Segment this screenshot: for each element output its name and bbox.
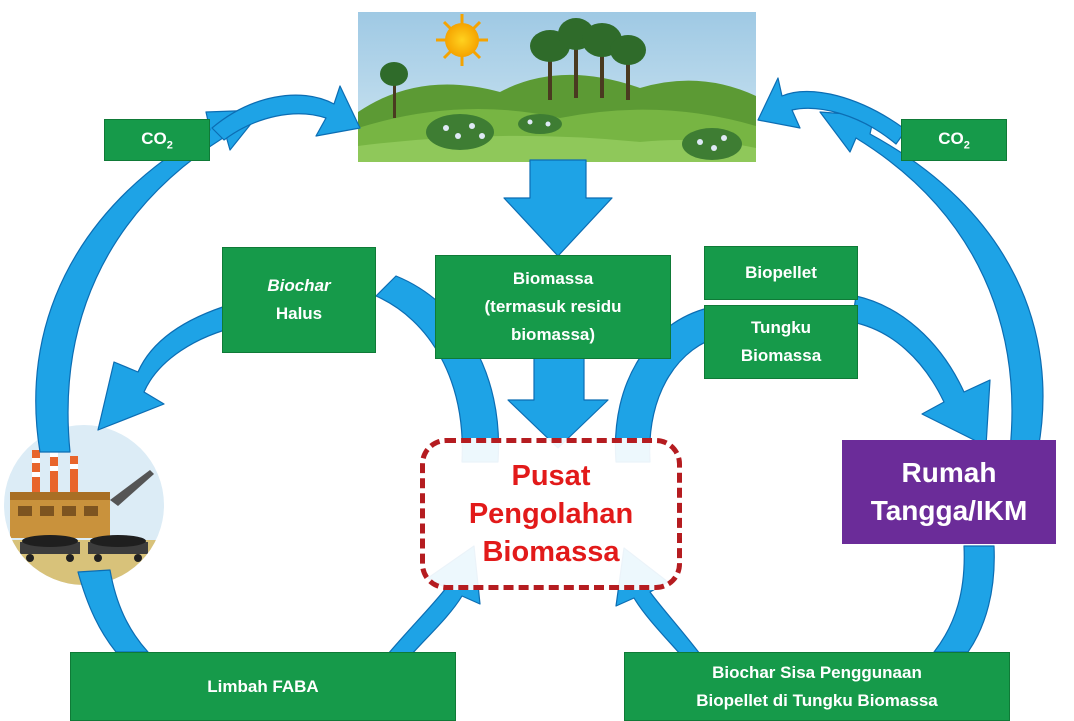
co2-right-label: CO [938, 128, 964, 148]
arrow-biopellet-to-rumah [851, 295, 991, 447]
biomassa-line2: (termasuk residu [484, 297, 622, 316]
co2-right-box: CO2 [901, 119, 1007, 161]
center-line3: Biomassa [482, 536, 620, 568]
co2-left-subscript: 2 [166, 139, 173, 152]
tungku-biomassa-box: Tungku Biomassa [704, 305, 858, 379]
center-line2: Pengolahan [468, 498, 634, 530]
center-line1: Pusat [511, 460, 591, 492]
arrow-rumah-to-biochar-sisa [933, 545, 995, 653]
biochar-sisa-box: Biochar Sisa Penggunaan Biopellet di Tun… [624, 652, 1010, 721]
sun-icon [436, 14, 488, 66]
biochar-halus-line1: Biochar [267, 276, 331, 295]
biomassa-line3: biomassa) [510, 325, 596, 344]
tungku-line1: Tungku [750, 318, 812, 337]
arrow-factory-to-faba [77, 569, 149, 653]
limbah-faba-label: Limbah FABA [207, 676, 319, 696]
factory-illustration [4, 425, 164, 585]
co2-left-label: CO [141, 128, 167, 148]
co2-right-subscript: 2 [963, 139, 970, 152]
arrow-biomassa-to-center [507, 351, 609, 449]
arrow-biochar-to-factory [97, 303, 241, 431]
biomassa-box: Biomassa (termasuk residu biomassa) [435, 255, 671, 359]
rumah-line1: Rumah [901, 457, 997, 488]
biochar-sisa-line2: Biopellet di Tungku Biomassa [696, 690, 938, 710]
arrow-landscape-to-biomassa [503, 159, 613, 257]
biochar-halus-box: Biochar Halus [222, 247, 376, 353]
biopellet-label: Biopellet [745, 263, 817, 282]
pusat-pengolahan-biomassa-box: Pusat Pengolahan Biomassa [420, 438, 682, 590]
biochar-sisa-line1: Biochar Sisa Penggunaan [712, 662, 922, 682]
co2-left-box: CO2 [104, 119, 210, 161]
arrow-co2-right-to-landscape [757, 77, 907, 145]
biomassa-line1: Biomassa [512, 269, 594, 288]
arrow-rumah-to-co2-right [819, 111, 1044, 451]
landscape-illustration [358, 12, 756, 162]
biochar-halus-line2: Halus [275, 304, 323, 323]
limbah-faba-box: Limbah FABA [70, 652, 456, 721]
arrow-co2-left-to-landscape [211, 85, 361, 141]
tungku-line2: Biomassa [740, 346, 822, 365]
rumah-line2: Tangga/IKM [870, 495, 1028, 526]
biopellet-box: Biopellet [704, 246, 858, 300]
rumah-tangga-box: Rumah Tangga/IKM [842, 440, 1056, 544]
